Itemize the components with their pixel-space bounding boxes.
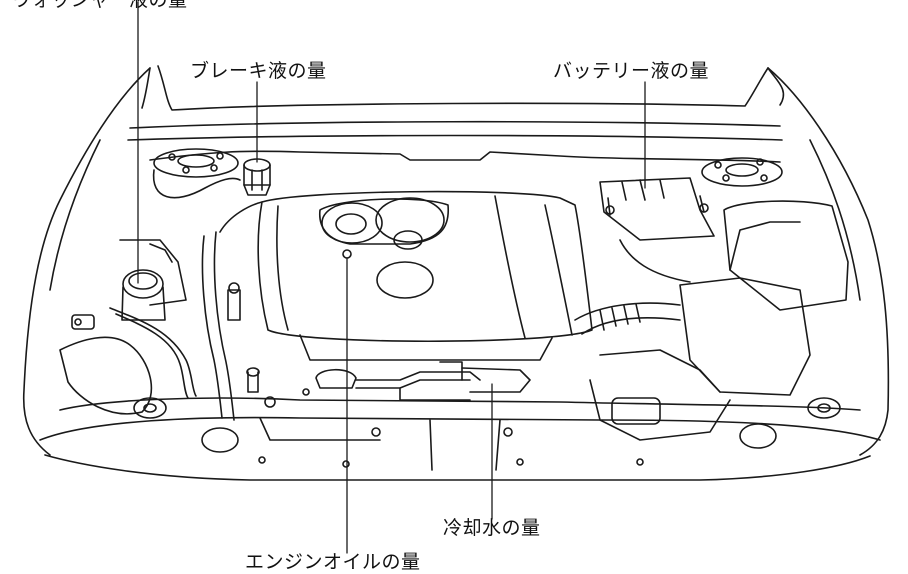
brake-fluid-reservoir [244,159,270,195]
coolant-reservoir [303,362,530,400]
battery [600,178,714,282]
engine-oil-label: エンジンオイルの量 [245,551,421,573]
coolant-label: 冷却水の量 [443,517,541,539]
washer-fluid-label: ウォッシャー液の量 [12,0,188,11]
radiator-support [40,397,880,480]
hood-outline [24,66,889,455]
washer-fluid-reservoir [120,240,186,320]
intake-duct [575,303,680,334]
left-strut-tower [154,149,240,198]
brake-fluid-label: ブレーキ液の量 [190,60,327,82]
air-filter-box [590,201,848,440]
battery-fluid-label: バッテリー液の量 [553,60,710,82]
right-strut-tower [702,158,782,186]
leader-lines [138,2,645,553]
left-hoses [60,202,262,420]
cowl-panel [128,122,782,162]
engine-cover [258,192,592,360]
